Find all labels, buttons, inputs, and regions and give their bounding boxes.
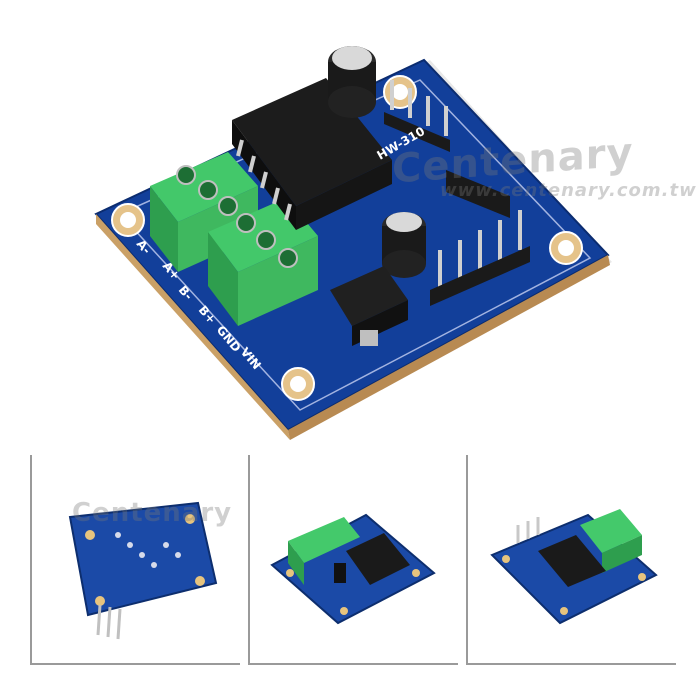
thumbnail-frame xyxy=(466,455,468,665)
thumbnail-frame xyxy=(30,455,32,665)
thumbnail-side-view[interactable] xyxy=(466,455,676,665)
voltage-regulator xyxy=(330,266,408,346)
thumbnail-image xyxy=(490,509,658,625)
watermark-domain: www.centenary.com.tw xyxy=(440,180,697,201)
thumbnail-front-view[interactable] xyxy=(248,455,458,665)
header-pins xyxy=(390,80,522,290)
thumbnail-frame xyxy=(30,663,240,665)
watermark-thumb: Centenary xyxy=(72,498,233,528)
thumbnail-frame xyxy=(466,663,676,665)
thumbnail-frame xyxy=(248,455,250,665)
main-product-photo: HW-310 A- A+ B- B+ GND VIN xyxy=(94,46,612,440)
thumbnail-frame xyxy=(248,663,458,665)
capacitor xyxy=(328,46,426,278)
thumbnail-image xyxy=(68,501,218,640)
ic-chip xyxy=(232,78,392,230)
thumbnail-image xyxy=(270,513,436,625)
thumbnail-bottom-view[interactable] xyxy=(30,455,240,665)
terminal-label: B- xyxy=(176,283,196,303)
